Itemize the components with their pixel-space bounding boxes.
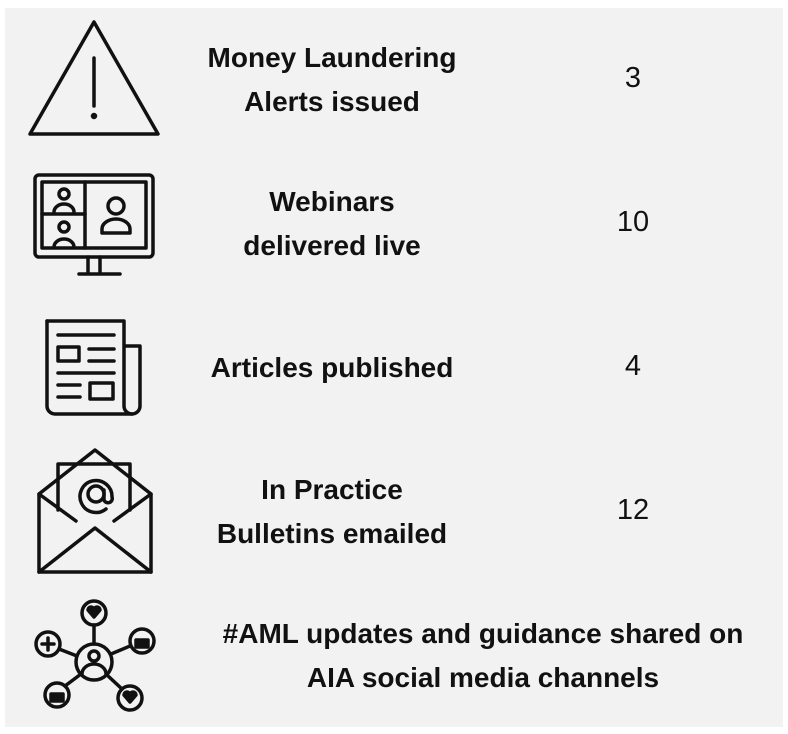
label-line: delivered live (243, 230, 421, 261)
email-envelope-icon (37, 448, 153, 574)
row-3-label: Articles published (172, 346, 492, 390)
stats-panel (5, 8, 783, 727)
row-5-label: #AML updates and guidance shared on AIA s… (186, 612, 780, 700)
label-line: Articles published (210, 352, 454, 383)
video-conference-monitor-icon (33, 173, 155, 276)
row-2-value: 10 (616, 206, 650, 238)
social-network-icon (34, 599, 156, 712)
row-4-value: 12 (616, 494, 650, 526)
row-3-value: 4 (624, 350, 642, 382)
label-line: Bulletins emailed (216, 518, 448, 549)
label-line: Alerts issued (244, 86, 420, 117)
row-2-label: Webinars delivered live (172, 180, 492, 268)
row-1-value: 3 (624, 62, 642, 94)
label-line: #AML updates and guidance shared on (222, 618, 744, 649)
warning-triangle-icon (28, 20, 160, 136)
label-line: Webinars (269, 186, 395, 217)
label-line: In Practice (261, 474, 403, 505)
label-line: Money Laundering (207, 42, 457, 73)
newspaper-icon (45, 319, 142, 416)
label-line: AIA social media channels (306, 662, 660, 693)
